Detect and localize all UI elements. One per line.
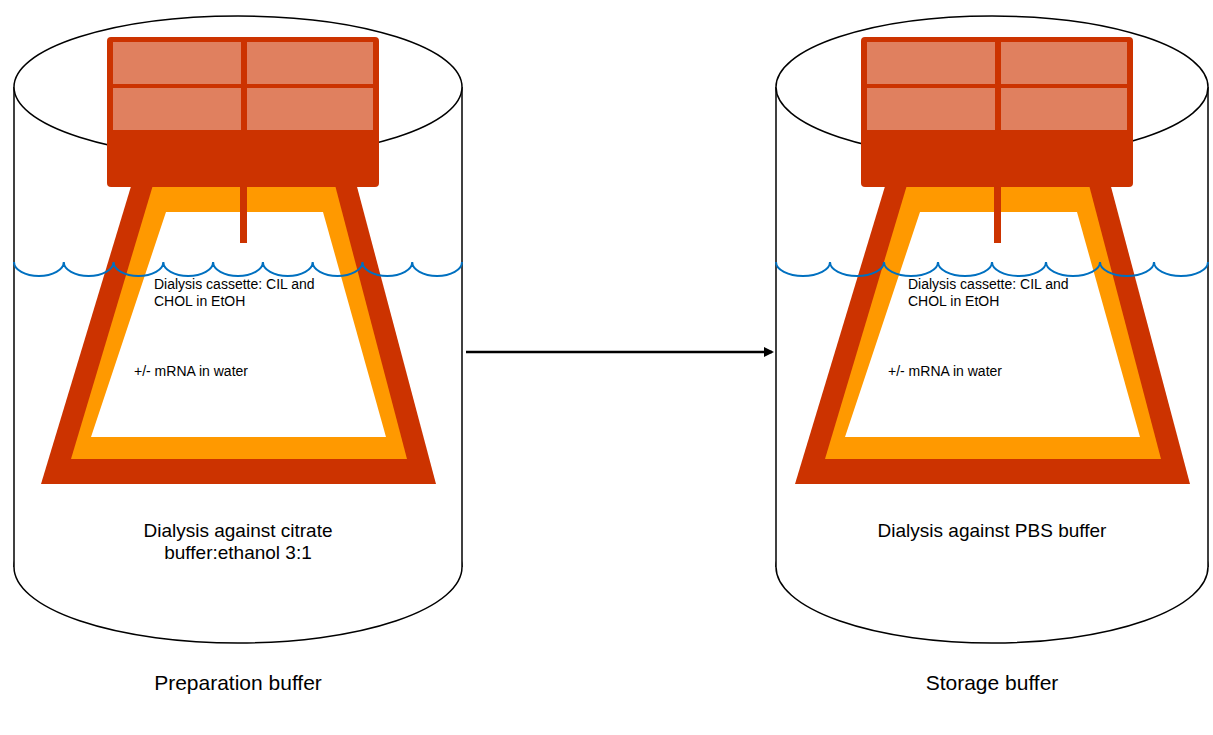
buffer-beaker: Dialysis against PBS bufferStorage buffe… — [775, 15, 1209, 720]
cassette-contents: +/- mRNA in water — [888, 363, 1088, 380]
buffer-description: Dialysis against citrate buffer:ethanol … — [113, 520, 363, 564]
cassette-contents: Dialysis cassette: CIL and CHOL in EtOH — [908, 276, 1080, 310]
dialysis-cassette: Dialysis cassette: CIL and CHOL in EtOH +… — [41, 37, 436, 484]
cassette-contents: Dialysis cassette: CIL and CHOL in EtOH — [154, 276, 326, 310]
buffer-beaker: Dialysis against citrate buffer:ethanol … — [13, 15, 463, 720]
cassette-contents: +/- mRNA in water — [134, 363, 334, 380]
dialysis-cassette — [41, 37, 436, 484]
beaker-caption: Preparation buffer — [3, 670, 473, 696]
buffer-description: Dialysis against PBS buffer — [867, 520, 1117, 542]
beaker-caption: Storage buffer — [765, 670, 1213, 696]
dialysis-cassette — [795, 37, 1190, 484]
dialysis-cassette: Dialysis cassette: CIL and CHOL in EtOH +… — [795, 37, 1190, 484]
process-arrow — [466, 351, 772, 354]
